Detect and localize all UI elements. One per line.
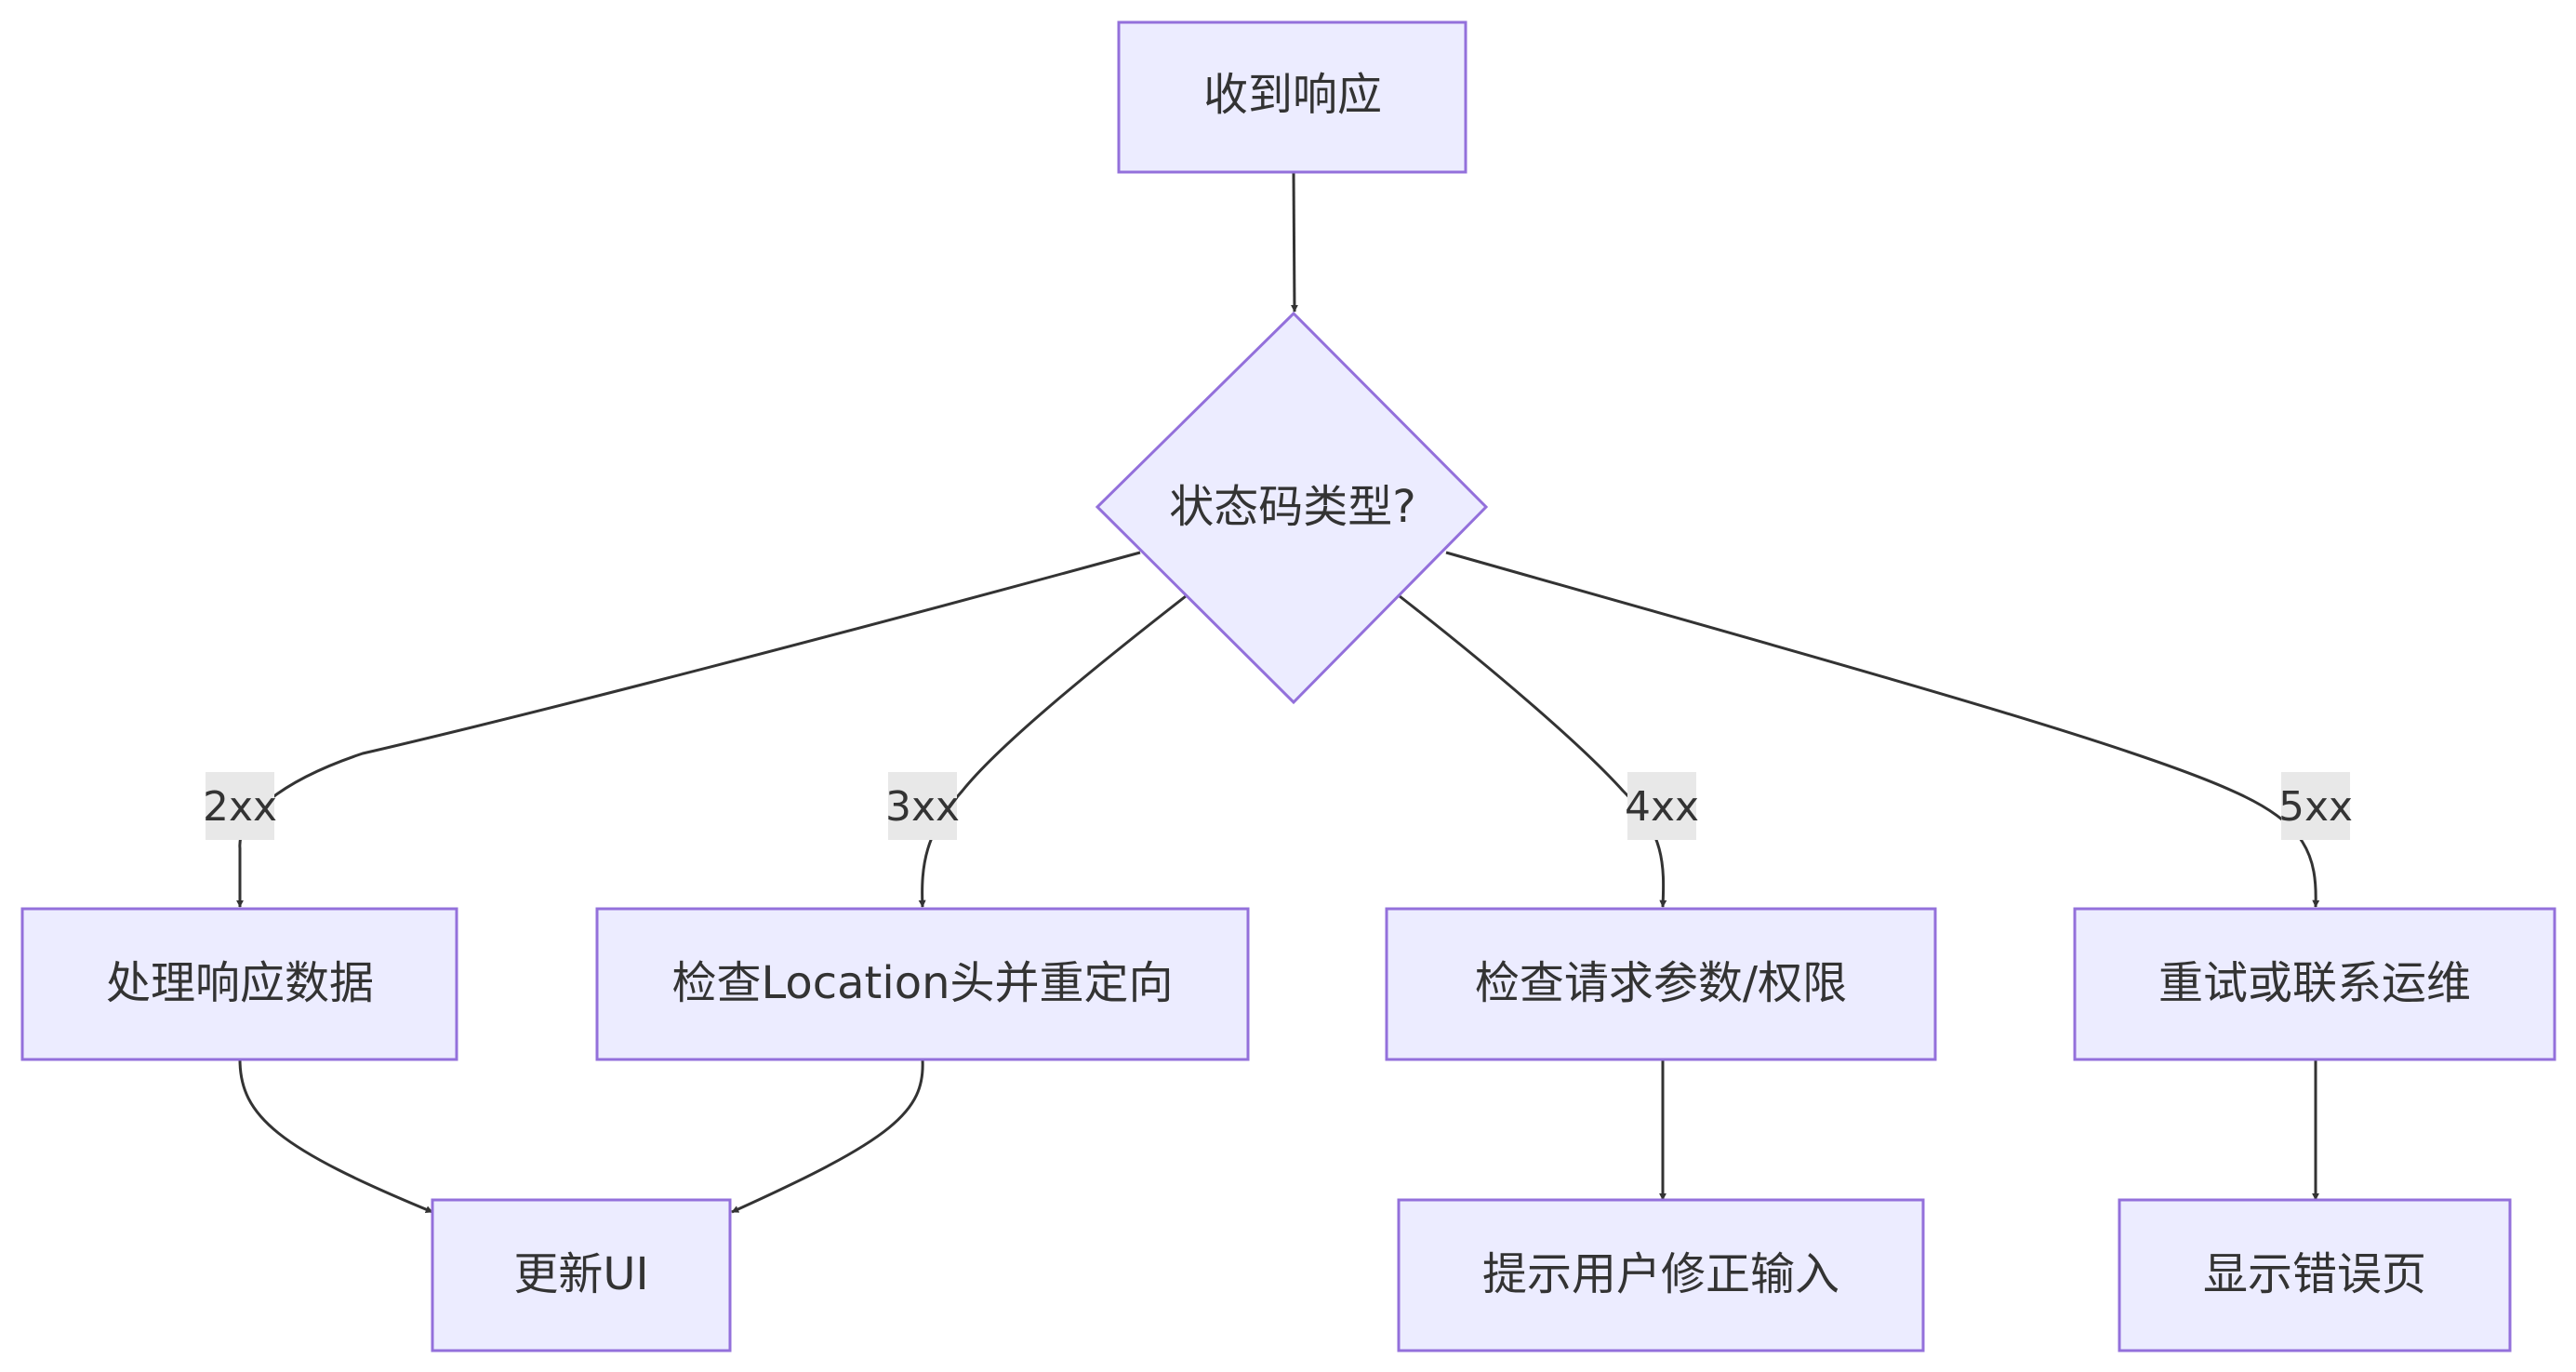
node-check-params[interactable]: 检查请求参数/权限	[1385, 907, 1937, 1061]
edge-label-4xx-text: 4xx	[1625, 783, 1699, 831]
node-receive-response-label: 收到响应	[1203, 69, 1382, 121]
node-error-page[interactable]: 显示错误页	[2118, 1198, 2512, 1352]
edge-decision-redirect	[918, 594, 1187, 908]
node-update-ui[interactable]: 更新UI	[431, 1198, 732, 1352]
edge-decision-handle	[236, 551, 1141, 908]
edge-decision-retry	[1445, 551, 2320, 908]
edge-label-2xx: 2xx	[203, 772, 277, 840]
node-status-decision-label: 状态码类型?	[1169, 481, 1415, 533]
node-update-ui-label: 更新UI	[513, 1248, 648, 1300]
edge-label-3xx-text: 3xx	[885, 783, 960, 831]
node-receive-response[interactable]: 收到响应	[1117, 20, 1467, 174]
node-check-params-label: 检查请求参数/权限	[1475, 957, 1847, 1009]
edge-label-3xx: 3xx	[885, 772, 960, 840]
edge-labels: 2xx 3xx 4xx 5xx	[203, 772, 2353, 840]
edge-label-5xx-text: 5xx	[2278, 783, 2353, 831]
node-handle-data-label: 处理响应数据	[106, 957, 374, 1009]
edge-receive-decision	[1290, 171, 1298, 313]
node-retry-label: 重试或联系运维	[2158, 957, 2471, 1009]
edge-label-2xx-text: 2xx	[203, 783, 277, 831]
edge-label-5xx: 5xx	[2278, 772, 2353, 840]
node-prompt-fix[interactable]: 提示用户修正输入	[1397, 1198, 1925, 1352]
node-redirect[interactable]: 检查Location头并重定向	[595, 907, 1250, 1061]
node-prompt-fix-label: 提示用户修正输入	[1482, 1248, 1839, 1300]
edge-label-4xx: 4xx	[1625, 772, 1699, 840]
edge-handle-update	[238, 1059, 433, 1214]
node-status-decision[interactable]: 状态码类型?	[1095, 311, 1489, 705]
node-handle-data[interactable]: 处理响应数据	[20, 907, 458, 1061]
nodes: 收到响应 状态码类型? 处理响应数据 检查Location头并重定向 检查请求参…	[20, 20, 2556, 1352]
edge-decision-check	[1399, 594, 1667, 908]
node-redirect-label: 检查Location头并重定向	[671, 957, 1173, 1009]
node-error-page-label: 显示错误页	[2203, 1248, 2426, 1300]
edge-redirect-update	[731, 1059, 924, 1214]
node-retry[interactable]: 重试或联系运维	[2073, 907, 2556, 1061]
